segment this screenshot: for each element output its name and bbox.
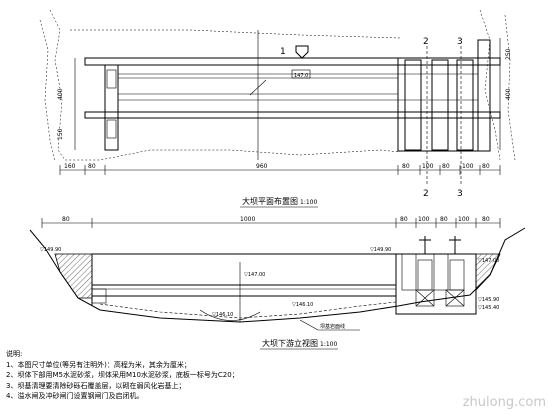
dim-left-400: 400 [57,88,64,100]
dim-left-150: 150 [57,128,64,140]
plan-scale: 1:100 [300,199,317,206]
elev-crest-147: ▽147.00 [244,272,265,278]
dim-bottom-80a: 80 [88,163,96,170]
elev-left-149: ▽149.90 [40,247,61,253]
elev-146-10-b: ▽146.10 [292,302,313,308]
dim-bottom-80b: 80 [402,163,410,170]
dim-right-400: 400 [505,88,512,100]
note-item-2: 2、坝体下部用M5水泥砂浆，坝体采用M10水泥砂浆，底板一标号为C20； [6,371,239,379]
dim-bottom-80c: 80 [442,163,450,170]
notes-heading: 说明: [6,350,23,358]
dim-top-80c: 80 [440,216,448,223]
section-mark-3-bottom: 3 [457,189,463,199]
dim-bottom-100a: 100 [422,163,434,170]
dim-right-250: 250 [505,48,512,60]
elev-right-149: ▽149.90 [370,247,391,253]
plan-view: 147.0 1 2 3 2 3 400 150 250 400 [39,9,516,208]
dim-bottom-160: 160 [64,163,76,170]
elevation-scale: 1:100 [320,341,337,348]
elev-145-90: ▽145.90 [478,297,499,303]
section-mark-1: 1 [280,47,286,57]
section-mark-2-bottom: 2 [423,189,429,199]
note-item-4: 4、溢水闸及冲砂闸门设置钢闸门及启闭机。 [6,392,144,400]
elevation-title: 大坝下游立视图 [262,338,318,348]
elev-145-40: ▽145.40 [478,305,499,311]
foundation-label: 坝基岩面线 [320,323,345,330]
dim-top-80a: 80 [62,216,70,223]
design-notes: 说明: 1、本图尺寸单位(等另有注明外)：高程为米，其余为厘米； 2、坝体下部用… [6,349,256,402]
plan-crest-label: 147.0 [294,73,308,79]
note-item-1: 1、本图尺寸单位(等另有注明外)：高程为米，其余为厘米； [6,360,191,369]
section-mark-3: 3 [457,37,463,47]
dim-top-100b: 100 [458,216,470,223]
section-mark-2: 2 [423,37,429,47]
dim-top-1000: 1000 [240,216,255,223]
note-item-3: 3、坝基清理要清除砂砾石覆盖层，以砌在弱风化岩基上； [6,381,186,390]
dim-top-100a: 100 [418,216,430,223]
elev-146-10-a: ▽146.10 [212,312,233,318]
elev-right-147: ▽147.00 [478,258,499,264]
dim-top-80d: 80 [482,216,490,223]
dim-bottom-100b: 100 [462,163,474,170]
watermark: zhulong.com [462,395,546,410]
plan-title: 大坝平面布置图 [242,196,298,206]
dim-bottom-80d: 80 [482,163,490,170]
dim-bottom-960: 960 [256,163,268,170]
elevation-view: 80 1000 80 100 80 100 80 ▽147.00 [29,216,526,350]
dim-top-80b: 80 [400,216,408,223]
